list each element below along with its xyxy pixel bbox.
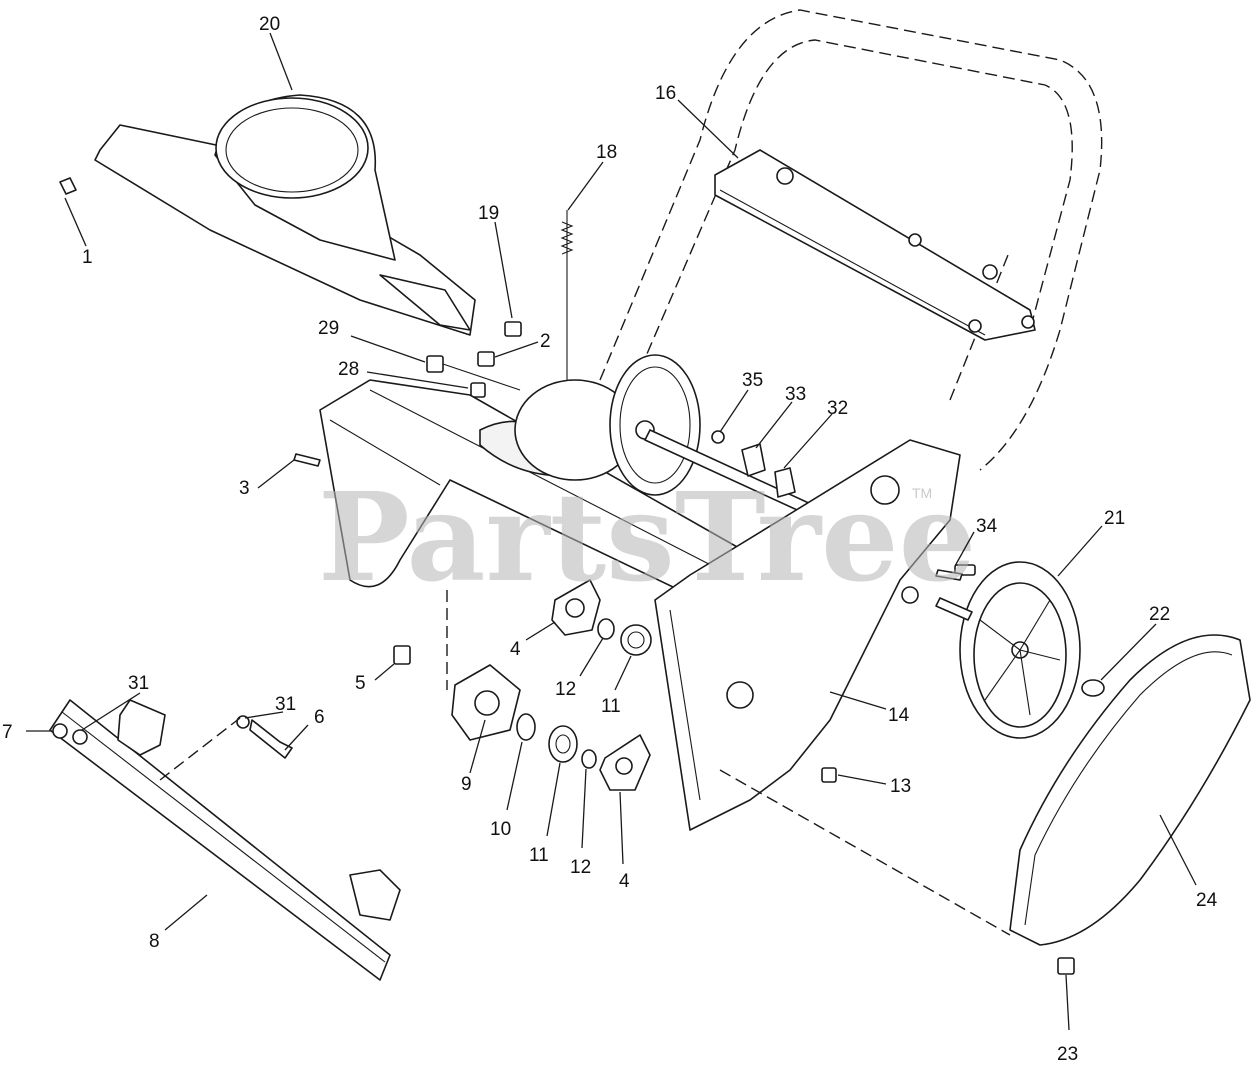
callout-11a: 11 (601, 696, 621, 717)
callout-9: 9 (461, 774, 472, 795)
wheel (935, 561, 1105, 739)
callout-3: 3 (239, 478, 250, 499)
side-plate (654, 439, 976, 831)
callout-12a: 12 (555, 679, 576, 700)
upper-bearings (551, 579, 652, 656)
callout-22: 22 (1149, 604, 1170, 625)
callout-7: 7 (2, 722, 13, 743)
watermark: PartsTree (318, 465, 976, 609)
callout-8: 8 (149, 931, 160, 952)
callouts: 20 1 16 18 19 2 29 28 3 35 33 32 34 21 2… (2, 14, 1218, 1065)
callout-13: 13 (890, 776, 911, 797)
callout-34: 34 (976, 516, 998, 537)
chute-assembly (59, 94, 476, 336)
misc-bolts (293, 453, 1075, 975)
callout-14: 14 (888, 705, 910, 726)
callout-24: 24 (1196, 890, 1218, 911)
callout-32: 32 (827, 398, 848, 419)
callout-16: 16 (655, 83, 676, 104)
callout-21: 21 (1104, 508, 1125, 529)
callout-4b: 4 (619, 871, 630, 892)
callout-18: 18 (596, 142, 617, 163)
leader-lines (26, 32, 1197, 1031)
watermark-trademark: TM (912, 485, 932, 501)
callout-20: 20 (259, 14, 280, 35)
callout-11b: 11 (529, 845, 549, 866)
lower-bearings (393, 590, 651, 791)
callout-19: 19 (478, 203, 499, 224)
callout-31b: 31 (275, 694, 296, 715)
callout-1a: 1 (82, 247, 93, 268)
callout-6: 6 (314, 707, 325, 728)
callout-2: 2 (540, 331, 551, 352)
handle-crossbar (714, 149, 1036, 341)
callout-12b: 12 (570, 857, 591, 878)
callout-29: 29 (318, 318, 339, 339)
callout-28: 28 (338, 359, 359, 380)
callout-35: 35 (742, 370, 763, 391)
scraper-bar (49, 699, 401, 981)
callout-5: 5 (355, 673, 366, 694)
impeller-wheel (514, 354, 701, 496)
small-bolts (426, 321, 522, 398)
callout-10: 10 (490, 819, 511, 840)
callout-31a: 31 (128, 673, 149, 694)
callout-33: 33 (785, 384, 806, 405)
callout-23: 23 (1057, 1044, 1078, 1065)
callout-4a: 4 (510, 639, 521, 660)
belt-cover (1009, 634, 1251, 946)
